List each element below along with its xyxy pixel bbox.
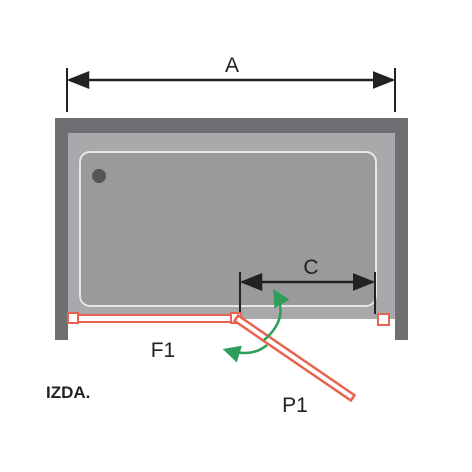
dimension-a-label: A [225, 54, 239, 77]
drain-icon [92, 169, 106, 183]
wall-left [55, 118, 68, 340]
side-label: IZDA. [46, 383, 90, 402]
fixed-panel-label: F1 [151, 339, 176, 362]
dimension-c-label: C [303, 256, 318, 279]
door-stop-bracket [377, 313, 390, 326]
wall-right [395, 118, 408, 340]
fixed-panel-left-bracket [67, 312, 79, 324]
shower-tray-basin [79, 151, 377, 307]
fixed-panel-f1 [71, 314, 236, 323]
swing-arrow-icon [263, 288, 290, 341]
wall-back [55, 118, 408, 133]
swing-arrow-icon [222, 344, 268, 363]
door-panel-p1 [232, 313, 357, 403]
door-panel-label: P1 [282, 394, 308, 417]
